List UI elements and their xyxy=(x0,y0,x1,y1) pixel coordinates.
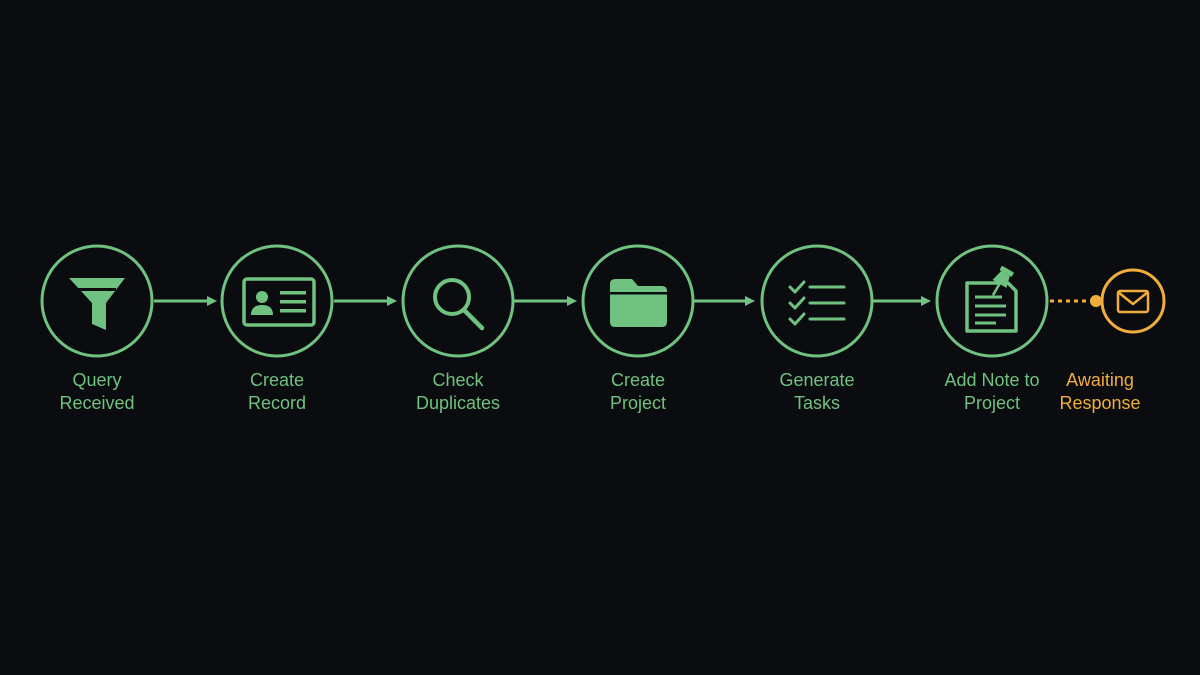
step-create-record xyxy=(220,244,334,358)
step-label: Awaiting Response xyxy=(1030,369,1170,415)
step-label-line: Create xyxy=(249,370,305,390)
step-label-line: Project xyxy=(963,393,1021,413)
step-add-note-to-project xyxy=(935,244,1049,358)
pinned-note-icon xyxy=(965,266,1018,333)
id-card-icon xyxy=(242,277,316,327)
step-label-line: Awaiting xyxy=(1066,370,1134,390)
step-label-line: Add Note to xyxy=(944,370,1040,390)
envelope-icon xyxy=(1116,289,1150,314)
magnifier-icon xyxy=(433,278,485,331)
step-label-line: Check xyxy=(432,370,484,390)
step-generate-tasks xyxy=(760,244,874,358)
step-label-line: Response xyxy=(1059,393,1141,413)
step-awaiting-response xyxy=(1100,268,1166,334)
step-label-line: Tasks xyxy=(793,393,840,413)
step-label: Add Note to Project xyxy=(907,369,1077,415)
step-label: Generate Tasks xyxy=(732,369,902,415)
connector-dot xyxy=(1090,295,1102,307)
step-label: Create Project xyxy=(553,369,723,415)
step-label-line: Record xyxy=(247,393,307,413)
step-label-line: Project xyxy=(609,393,667,413)
step-label: Query Received xyxy=(12,369,182,415)
step-label-line: Received xyxy=(59,393,135,413)
step-create-project xyxy=(581,244,695,358)
funnel-icon xyxy=(69,278,125,330)
step-label: Create Record xyxy=(192,369,362,415)
step-label: Check Duplicates xyxy=(373,369,543,415)
folder-icon xyxy=(610,279,667,327)
checklist-icon xyxy=(788,280,846,326)
step-query-received xyxy=(40,244,154,358)
step-label-line: Create xyxy=(610,370,666,390)
step-check-duplicates xyxy=(401,244,515,358)
step-label-line: Generate xyxy=(779,370,855,390)
step-label-line: Query xyxy=(72,370,122,390)
step-label-line: Duplicates xyxy=(415,393,501,413)
